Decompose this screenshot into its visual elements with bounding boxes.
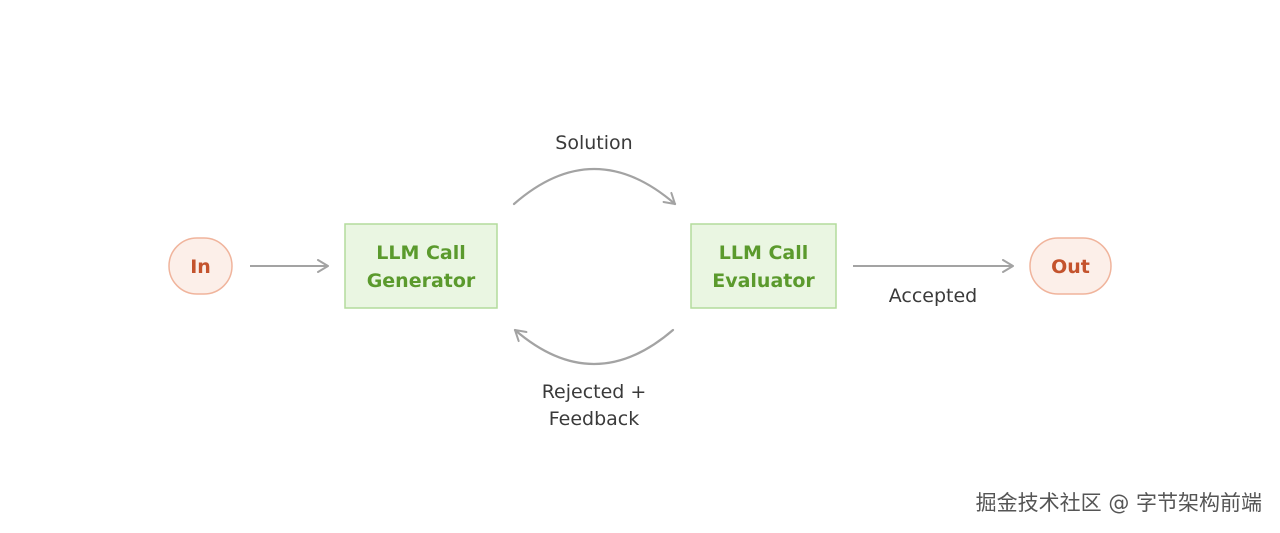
arrow-solution-arc: [512, 167, 677, 206]
output-node: Out: [1029, 237, 1112, 295]
evaluator-node: LLM Call Evaluator: [690, 223, 837, 309]
accepted-edge-label: Accepted: [889, 285, 978, 307]
generator-node: LLM Call Generator: [344, 223, 498, 309]
input-node: In: [168, 237, 233, 295]
watermark-text: 掘金技术社区 @ 字节架构前端: [976, 491, 1262, 515]
output-node-label: Out: [1051, 256, 1090, 278]
generator-node-subtitle: Generator: [367, 270, 476, 292]
input-node-label: In: [190, 256, 211, 278]
evaluator-node-subtitle: Evaluator: [712, 270, 815, 292]
arrow-rejected-arc: [513, 328, 675, 366]
generator-node-title: LLM Call: [376, 242, 466, 264]
rejected-edge-label-line2: Feedback: [549, 408, 639, 430]
solution-edge-label: Solution: [555, 132, 632, 154]
evaluator-node-title: LLM Call: [719, 242, 809, 264]
rejected-edge-label-line1: Rejected +: [542, 381, 647, 403]
